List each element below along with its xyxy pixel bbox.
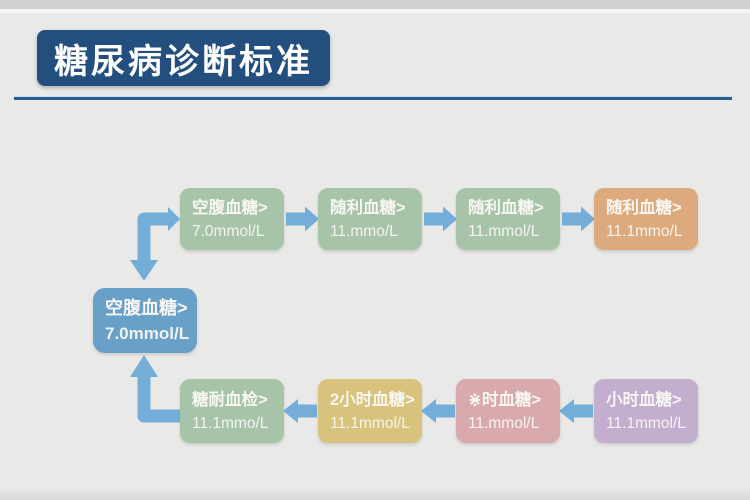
- node-hour-glucose-purple: 小时血糖> 11.1mmol/L: [594, 379, 698, 443]
- node-value: 7.0mmol/L: [105, 324, 190, 344]
- arrow-left-icon: [559, 399, 593, 423]
- node-hour-glucose-pink: ⋇时血糖> 11.mmol/L: [456, 379, 560, 443]
- node-value: 11.1mmo/L: [192, 414, 269, 432]
- arrow-left-icon: [421, 399, 455, 423]
- node-label: ⋇时血糖>: [468, 390, 541, 409]
- node-2hour-glucose: 2小时血糖> 11.1mmol/L: [318, 379, 422, 443]
- title-divider: [14, 96, 732, 100]
- node-label: 2小时血糖>: [330, 390, 415, 409]
- node-value: 11.mmol/L: [468, 222, 540, 240]
- arrow-left-icon: [283, 399, 317, 423]
- elbow-connector-bottom: [130, 355, 180, 423]
- node-label: 随利血糖>: [468, 198, 544, 217]
- node-fasting-glucose-center: 空腹血糖> 7.0mmol/L: [93, 288, 197, 353]
- arrow-right-icon: [286, 206, 319, 232]
- top-strip: [0, 0, 750, 9]
- node-random-glucose-3: 随利血糖> 11.1mmo/L: [594, 188, 698, 250]
- page-title-text: 糖尿病诊断标准: [54, 42, 313, 81]
- node-value: 7.0mmol/L: [192, 222, 265, 240]
- node-value: 11.mmo/L: [330, 222, 398, 240]
- node-value: 11.1mmo/L: [606, 222, 683, 240]
- node-random-glucose-1: 随利血糖> 11.mmo/L: [318, 188, 422, 250]
- top-strip-highlight: [0, 9, 750, 13]
- node-glucose-tolerance: 糖耐血检> 11.1mmo/L: [180, 379, 284, 443]
- node-label: 随利血糖>: [330, 198, 406, 217]
- node-random-glucose-2: 随利血糖> 11.mmol/L: [456, 188, 560, 250]
- node-fasting-glucose: 空腹血糖> 7.0mmol/L: [180, 188, 284, 250]
- node-label: 空腹血糖>: [105, 298, 188, 319]
- elbow-connector-top: [130, 207, 180, 281]
- node-label: 糖耐血检>: [192, 390, 268, 409]
- page-title: 糖尿病诊断标准: [37, 30, 330, 86]
- arrow-right-icon: [424, 206, 457, 232]
- node-label: 随利血糖>: [606, 198, 682, 217]
- node-label: 小时血糖>: [606, 390, 682, 409]
- node-value: 11.1mmol/L: [606, 414, 686, 432]
- node-value: 11.1mmol/L: [330, 414, 410, 432]
- bottom-shade: [0, 486, 750, 500]
- node-label: 空腹血糖>: [192, 198, 268, 217]
- arrow-right-icon: [562, 206, 595, 232]
- node-value: 11.mmol/L: [468, 414, 540, 432]
